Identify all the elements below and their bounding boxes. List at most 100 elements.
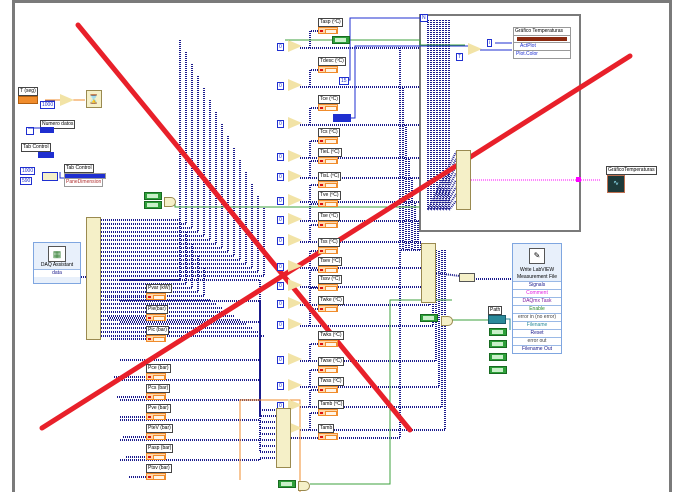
pressure-indicator[interactable] bbox=[146, 373, 166, 380]
pressure-indicator[interactable] bbox=[146, 433, 166, 440]
height-constant[interactable]: 590 bbox=[20, 177, 33, 185]
temp-indicator[interactable] bbox=[318, 409, 338, 416]
t-seg-label: T (seg) bbox=[18, 87, 38, 96]
terminal-enable[interactable]: Enable bbox=[513, 305, 561, 313]
data-wire bbox=[101, 172, 247, 265]
offset-constant[interactable]: 0 bbox=[277, 120, 284, 128]
pressure-indicator[interactable] bbox=[146, 453, 166, 460]
offset-constant[interactable]: 0 bbox=[277, 173, 284, 181]
terminal-error-in-no-error[interactable]: error in (no error) bbox=[513, 313, 561, 321]
pane-dimension-property[interactable]: PaneDimension bbox=[64, 178, 104, 187]
bool-constant[interactable] bbox=[332, 36, 350, 44]
temp-indicator[interactable] bbox=[318, 200, 338, 207]
temp-indicator[interactable] bbox=[318, 27, 338, 34]
temp-indicator[interactable] bbox=[318, 221, 338, 228]
offset-constant[interactable]: 0 bbox=[277, 43, 284, 51]
temp-indicator-label: Tcs (ºC) bbox=[318, 128, 340, 137]
pressure-indicator-label: Pve (bar) bbox=[146, 404, 171, 413]
const-n[interactable]: N bbox=[420, 14, 428, 22]
bool-constant[interactable] bbox=[144, 201, 162, 209]
pressure-indicator[interactable] bbox=[146, 314, 166, 321]
terminal-signals[interactable]: Signals bbox=[513, 281, 561, 289]
data-wire bbox=[300, 369, 318, 388]
pressure-indicator[interactable] bbox=[146, 335, 166, 342]
offset-constant[interactable]: 0 bbox=[277, 382, 284, 390]
bundle-node bbox=[42, 172, 58, 181]
pressure-indicator-label: Ptsv (bar) bbox=[146, 464, 172, 473]
pressure-indicator[interactable] bbox=[146, 413, 166, 420]
temp-indicator-label: Tce (ºC) bbox=[318, 95, 340, 104]
temp-indicator[interactable] bbox=[318, 104, 338, 111]
temp-indicator[interactable] bbox=[318, 386, 338, 393]
offset-constant[interactable]: 0 bbox=[277, 153, 284, 161]
daq-data-terminal[interactable]: data bbox=[34, 269, 80, 277]
bool-constant[interactable] bbox=[489, 340, 507, 348]
bool-constant[interactable] bbox=[278, 480, 296, 488]
bool-constant[interactable] bbox=[489, 353, 507, 361]
terminal-error-out[interactable]: error out bbox=[513, 337, 561, 345]
t-seg-constant[interactable]: 1000 bbox=[40, 101, 56, 109]
pressure-indicator[interactable] bbox=[146, 293, 166, 300]
data-wire bbox=[101, 208, 265, 277]
offset-constant[interactable]: 0 bbox=[277, 237, 284, 245]
temp-indicator[interactable] bbox=[318, 340, 338, 347]
temp-indicator[interactable] bbox=[318, 137, 338, 144]
temp-indicator[interactable] bbox=[318, 266, 338, 273]
actplot-property[interactable]: ActPlot bbox=[514, 42, 570, 50]
offset-constant[interactable]: 0 bbox=[277, 197, 284, 205]
width-constant[interactable]: 1000 bbox=[20, 167, 36, 175]
write-measurement-file[interactable]: ✎ Write LabVIEW Measurement File Signals… bbox=[512, 243, 562, 354]
data-wire bbox=[300, 412, 318, 431]
int-wire bbox=[59, 172, 65, 179]
offset-constant[interactable]: 0 bbox=[277, 216, 284, 224]
tab-control-terminal[interactable] bbox=[38, 152, 54, 158]
terminal-filename[interactable]: Filename bbox=[513, 321, 561, 329]
temp-indicator[interactable] bbox=[318, 66, 338, 73]
pressure-indicator[interactable] bbox=[146, 473, 166, 480]
offset-constant[interactable]: 0 bbox=[277, 82, 284, 90]
offset-constant[interactable]: 0 bbox=[277, 321, 284, 329]
plotcolor-property[interactable]: Plot.Color bbox=[514, 50, 570, 58]
offset-constant[interactable]: 0 bbox=[277, 282, 284, 290]
temp-indicator[interactable] bbox=[318, 247, 338, 254]
daq-icon: ▦ bbox=[48, 246, 66, 262]
temp-indicator[interactable] bbox=[318, 181, 338, 188]
const-15[interactable]: 15 bbox=[339, 77, 349, 85]
write-file-title-2: Measurement File bbox=[516, 274, 557, 280]
path-control[interactable] bbox=[488, 315, 506, 324]
graph-property-node[interactable]: Gráfico Temperaturas ActPlot Plot.Color bbox=[513, 27, 571, 59]
temp-indicator[interactable] bbox=[318, 305, 338, 312]
t-seg-control[interactable] bbox=[18, 96, 38, 104]
daq-assistant[interactable]: ▦ DAQ Assistant data bbox=[33, 242, 81, 284]
temp-indicator[interactable] bbox=[318, 157, 338, 164]
waveform-graph-icon[interactable]: ∿ bbox=[607, 175, 625, 193]
add-node bbox=[288, 194, 302, 206]
const-t[interactable]: T bbox=[456, 53, 464, 61]
numeric-control[interactable] bbox=[333, 114, 351, 122]
bool-constant[interactable] bbox=[420, 314, 438, 322]
offset-constant[interactable]: 0 bbox=[277, 300, 284, 308]
offset-constant[interactable]: 0 bbox=[277, 263, 284, 271]
bool-constant[interactable] bbox=[144, 192, 162, 200]
bool-constant[interactable] bbox=[489, 328, 507, 336]
data-wire bbox=[448, 20, 457, 213]
add-node bbox=[288, 297, 302, 309]
terminal-filename-out[interactable]: Filename Out bbox=[513, 345, 561, 353]
add-node bbox=[288, 117, 302, 129]
merge-signals-node-2 bbox=[421, 243, 436, 303]
terminal-reset[interactable]: Reset bbox=[513, 329, 561, 337]
data-wire bbox=[300, 107, 318, 126]
pressure-indicator[interactable] bbox=[146, 393, 166, 400]
terminal-comment[interactable]: Comment bbox=[513, 289, 561, 297]
bool-constant[interactable] bbox=[489, 366, 507, 374]
data-wire bbox=[101, 232, 187, 285]
temp-indicator[interactable] bbox=[318, 366, 338, 373]
temp-indicator[interactable] bbox=[318, 284, 338, 291]
const-i[interactable]: i bbox=[487, 39, 493, 47]
terminal-daqmx-task[interactable]: DAQmx Task bbox=[513, 297, 561, 305]
temp-indicator-label: Tdesc (ºC) bbox=[318, 57, 346, 66]
temp-indicator[interactable] bbox=[318, 433, 338, 440]
offset-constant[interactable]: 0 bbox=[277, 356, 284, 364]
numero-datos-control[interactable] bbox=[26, 127, 34, 135]
